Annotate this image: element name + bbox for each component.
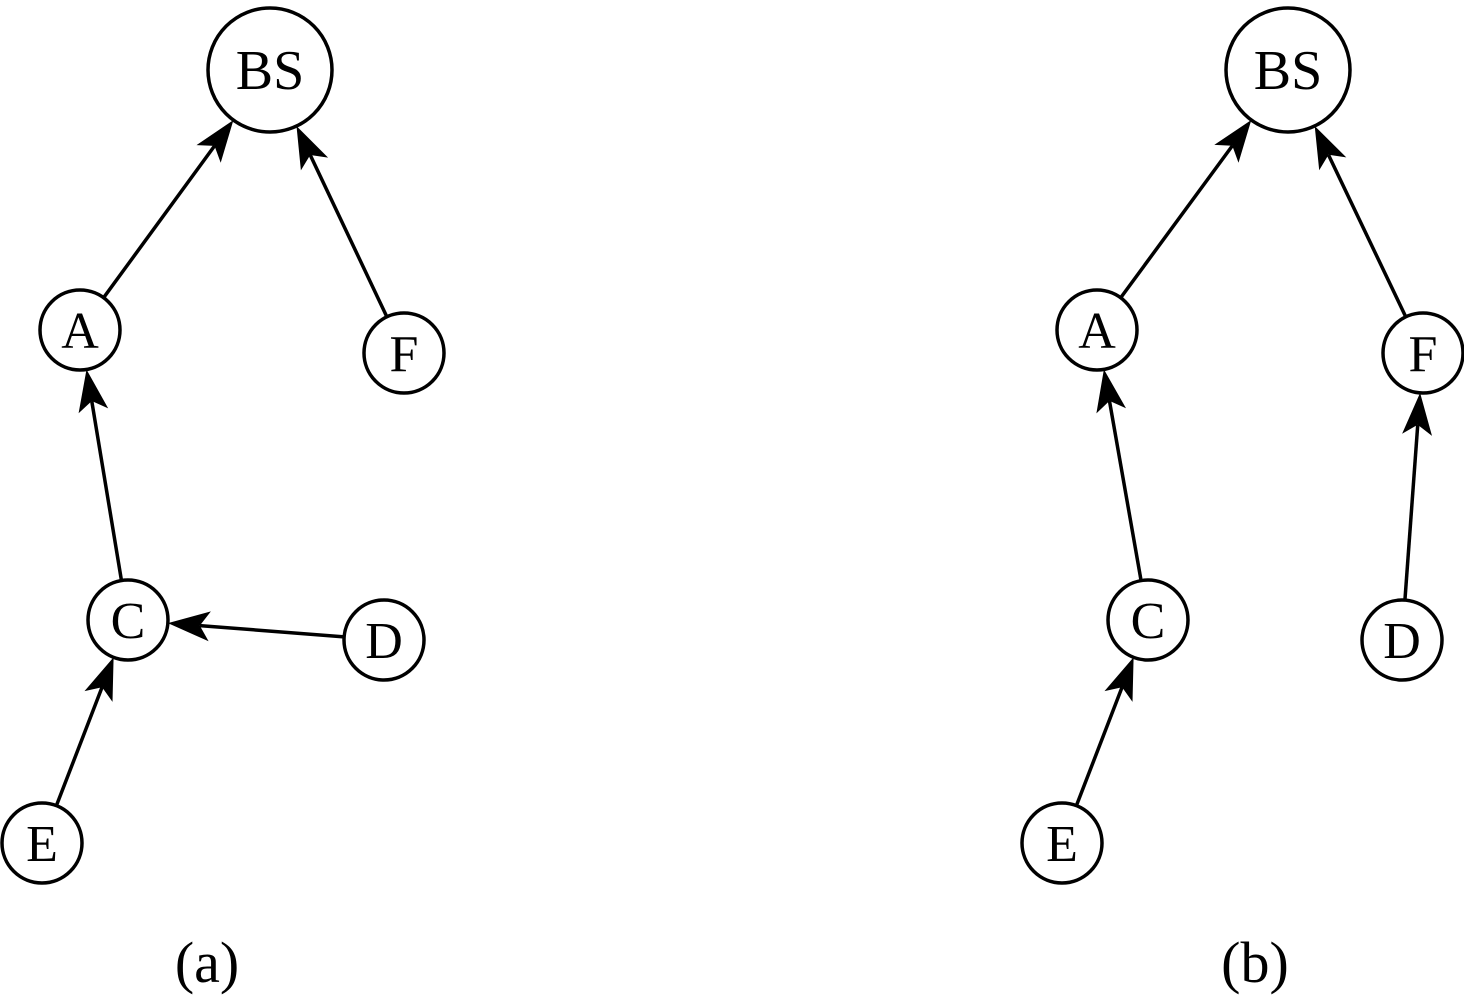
node-circle [1106, 578, 1190, 662]
edge-c-to-a [90, 400, 124, 581]
edge-f-to-bs [1326, 154, 1408, 318]
node-label: D [365, 613, 403, 670]
node-circle [86, 578, 170, 662]
arrowhead-e-to-c [84, 657, 114, 702]
diagram-b-caption: (b) [1221, 930, 1289, 995]
arrowhead-f-to-bs [1314, 126, 1347, 171]
diagram-a-caption: (a) [175, 930, 239, 995]
arrowhead-c-to-a [1096, 369, 1126, 414]
node-c: C [1106, 578, 1190, 662]
arrowhead-e-to-c [1104, 657, 1134, 702]
node-f: F [1381, 311, 1464, 395]
arrowhead-d-to-c [167, 611, 211, 642]
arrowhead-d-to-f [1402, 392, 1432, 436]
node-circle [38, 288, 122, 372]
node-label: BS [1254, 40, 1323, 102]
edge-e-to-c [1074, 686, 1124, 807]
node-circle [0, 801, 84, 885]
node-e: E [0, 801, 84, 885]
node-label: A [1078, 303, 1116, 360]
edge-c-to-a [1107, 400, 1143, 581]
node-circle [1360, 598, 1444, 682]
edge-d-to-c [199, 623, 345, 639]
node-circle [1055, 288, 1139, 372]
arrowhead-f-to-bs [296, 126, 329, 171]
node-bs: BS [1224, 6, 1352, 134]
edge-d-to-f [1403, 424, 1420, 601]
edge-a-to-bs [1119, 144, 1234, 299]
node-label: BS [236, 40, 305, 102]
node-label: C [1131, 593, 1166, 650]
node-e: E [1020, 801, 1104, 885]
diagram-b-edges [1074, 120, 1432, 807]
node-a: A [1055, 288, 1139, 372]
node-label: C [111, 593, 146, 650]
edge-f-to-bs [308, 154, 389, 318]
node-circle [362, 311, 446, 395]
node-label: A [61, 303, 99, 360]
node-circle [1224, 6, 1352, 134]
node-circle [342, 598, 426, 682]
diagram-b-nodes: BS A F C D E [1020, 6, 1464, 885]
node-label: F [1409, 326, 1438, 383]
diagram-a: BS A F C D E (a) [0, 6, 446, 995]
arrowhead-a-to-bs [196, 120, 234, 163]
node-f: F [362, 311, 446, 395]
node-circle [1020, 801, 1104, 885]
node-d: D [342, 598, 426, 682]
arrowhead-c-to-a [78, 369, 109, 414]
node-circle [206, 6, 334, 134]
diagram-b: BS A F C D E (b) [1020, 6, 1464, 995]
node-label: E [1046, 816, 1078, 873]
node-label: E [26, 816, 58, 873]
node-d: D [1360, 598, 1444, 682]
node-circle [1381, 311, 1464, 395]
diagram-a-nodes: BS A F C D E [0, 6, 446, 885]
arrowhead-a-to-bs [1214, 120, 1252, 163]
node-label: F [390, 326, 419, 383]
diagram-a-edges [54, 120, 389, 807]
node-bs: BS [206, 6, 334, 134]
node-a: A [38, 288, 122, 372]
node-label: D [1383, 613, 1421, 670]
edge-a-to-bs [102, 144, 216, 299]
edge-e-to-c [54, 686, 104, 807]
node-c: C [86, 578, 170, 662]
